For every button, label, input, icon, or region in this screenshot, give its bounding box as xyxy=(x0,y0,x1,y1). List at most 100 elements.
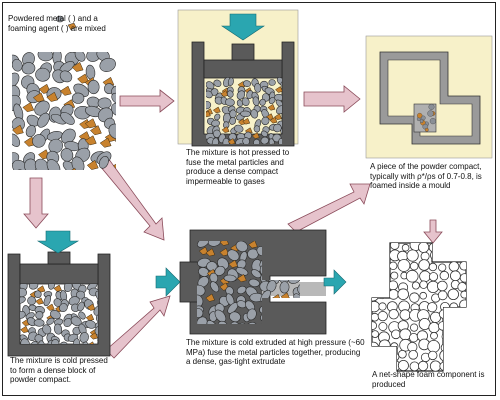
foam-cell xyxy=(447,342,457,353)
metal-particle xyxy=(236,90,246,100)
flow-arrow-icon-cold-to-extrusion xyxy=(105,295,171,359)
foaming-agent-particle xyxy=(212,106,221,114)
foam-cell xyxy=(409,323,419,332)
flow-arrow-icon-to-hot-press xyxy=(119,89,175,113)
foaming-agent-particle xyxy=(272,143,274,144)
metal-particle xyxy=(20,310,26,319)
foam-cell xyxy=(450,243,462,253)
foam-cell xyxy=(378,302,387,311)
foaming-agent-particle xyxy=(267,103,276,111)
foam-cell xyxy=(401,243,410,252)
foam-cell xyxy=(436,280,448,292)
foam-cell xyxy=(378,339,391,352)
foam-cell xyxy=(372,321,378,330)
metal-particle xyxy=(206,320,218,324)
foaming-agent-particle xyxy=(71,61,84,72)
metal-particle xyxy=(268,79,276,86)
metal-particle xyxy=(214,113,221,121)
metal-particle-icon xyxy=(56,15,64,23)
foam-cell xyxy=(379,351,391,362)
metal-particle xyxy=(233,124,244,133)
metal-particle xyxy=(276,76,282,86)
foam-cell xyxy=(459,273,466,283)
foam-cell xyxy=(390,243,400,250)
foaming-agent-particle xyxy=(59,85,72,96)
metal-particle xyxy=(37,52,54,62)
metal-particle xyxy=(254,83,262,93)
foaming-agent-particle xyxy=(53,284,62,292)
foam-cell xyxy=(418,259,430,271)
metal-particle xyxy=(25,125,37,138)
metal-particle xyxy=(95,313,98,323)
metal-particle xyxy=(95,290,98,301)
metal-particle xyxy=(240,110,251,118)
metal-particle xyxy=(253,138,261,144)
metal-particle xyxy=(236,143,246,144)
foam-cell xyxy=(456,338,466,351)
metal-particle xyxy=(276,105,282,115)
foaming-agent-particle xyxy=(205,293,215,302)
cold-compact xyxy=(20,284,98,344)
metal-particle xyxy=(260,136,269,144)
metal-particle xyxy=(63,284,73,293)
foam-cell xyxy=(427,302,438,313)
foam-cell xyxy=(458,310,466,324)
metal-particle xyxy=(297,283,300,296)
hot-compact xyxy=(206,76,282,144)
metal-particle xyxy=(60,111,75,125)
foaming-agent-particle xyxy=(22,102,35,113)
foam-cell xyxy=(372,300,381,313)
metal-particle xyxy=(229,321,241,324)
foaming-agent-particle xyxy=(46,303,55,311)
foam-cell xyxy=(397,259,411,272)
foam-cell xyxy=(428,272,439,282)
compact-grain xyxy=(417,112,423,119)
metal-particle xyxy=(59,303,68,313)
compact-grain xyxy=(419,119,424,123)
foam-cell xyxy=(459,252,466,262)
foam-cell xyxy=(428,243,439,253)
foam-cell xyxy=(420,251,430,261)
metal-particle xyxy=(79,332,89,343)
foam-cell xyxy=(378,262,387,271)
foam-cell xyxy=(372,341,379,353)
foaming-agent-particle xyxy=(71,167,76,170)
metal-particle xyxy=(50,310,61,320)
foam-cell xyxy=(409,333,419,343)
metal-particle xyxy=(15,169,25,170)
foaming-agent-particle xyxy=(32,92,45,103)
foam-cell xyxy=(372,312,380,322)
foaming-agent-particle xyxy=(90,125,102,136)
metal-particle xyxy=(48,138,63,154)
compact-grain xyxy=(421,115,426,121)
metal-particle xyxy=(259,98,266,106)
flow-arrow-icon-to-component xyxy=(423,219,443,244)
metal-particle xyxy=(32,134,46,148)
metal-particle xyxy=(111,102,116,116)
compact-grain xyxy=(427,110,434,117)
foam-cell xyxy=(419,270,431,283)
metal-particle xyxy=(248,278,260,288)
foam-cell xyxy=(397,359,409,371)
metal-particle xyxy=(197,308,204,319)
foaming-agent-particle xyxy=(242,117,251,125)
metal-particle xyxy=(229,311,241,323)
foam-cell xyxy=(451,361,460,370)
compact-grain xyxy=(424,127,429,132)
foam-cell xyxy=(411,281,420,290)
foaming-agent-particle xyxy=(206,110,211,118)
metal-particle xyxy=(97,97,112,110)
metal-particle xyxy=(28,284,39,290)
metal-particle xyxy=(217,320,228,324)
metal-particle xyxy=(98,155,109,169)
metal-particle xyxy=(12,159,28,170)
foam-cell xyxy=(377,310,388,322)
metal-particle xyxy=(206,90,213,99)
metal-particle xyxy=(34,290,42,298)
metal-particle xyxy=(197,316,208,324)
foam-cell xyxy=(405,269,419,283)
foam-cell xyxy=(439,270,450,281)
foam-cell xyxy=(459,299,466,311)
caption-foamed: A piece of the powder compact, typically… xyxy=(370,162,482,191)
compact-piece xyxy=(413,103,437,133)
